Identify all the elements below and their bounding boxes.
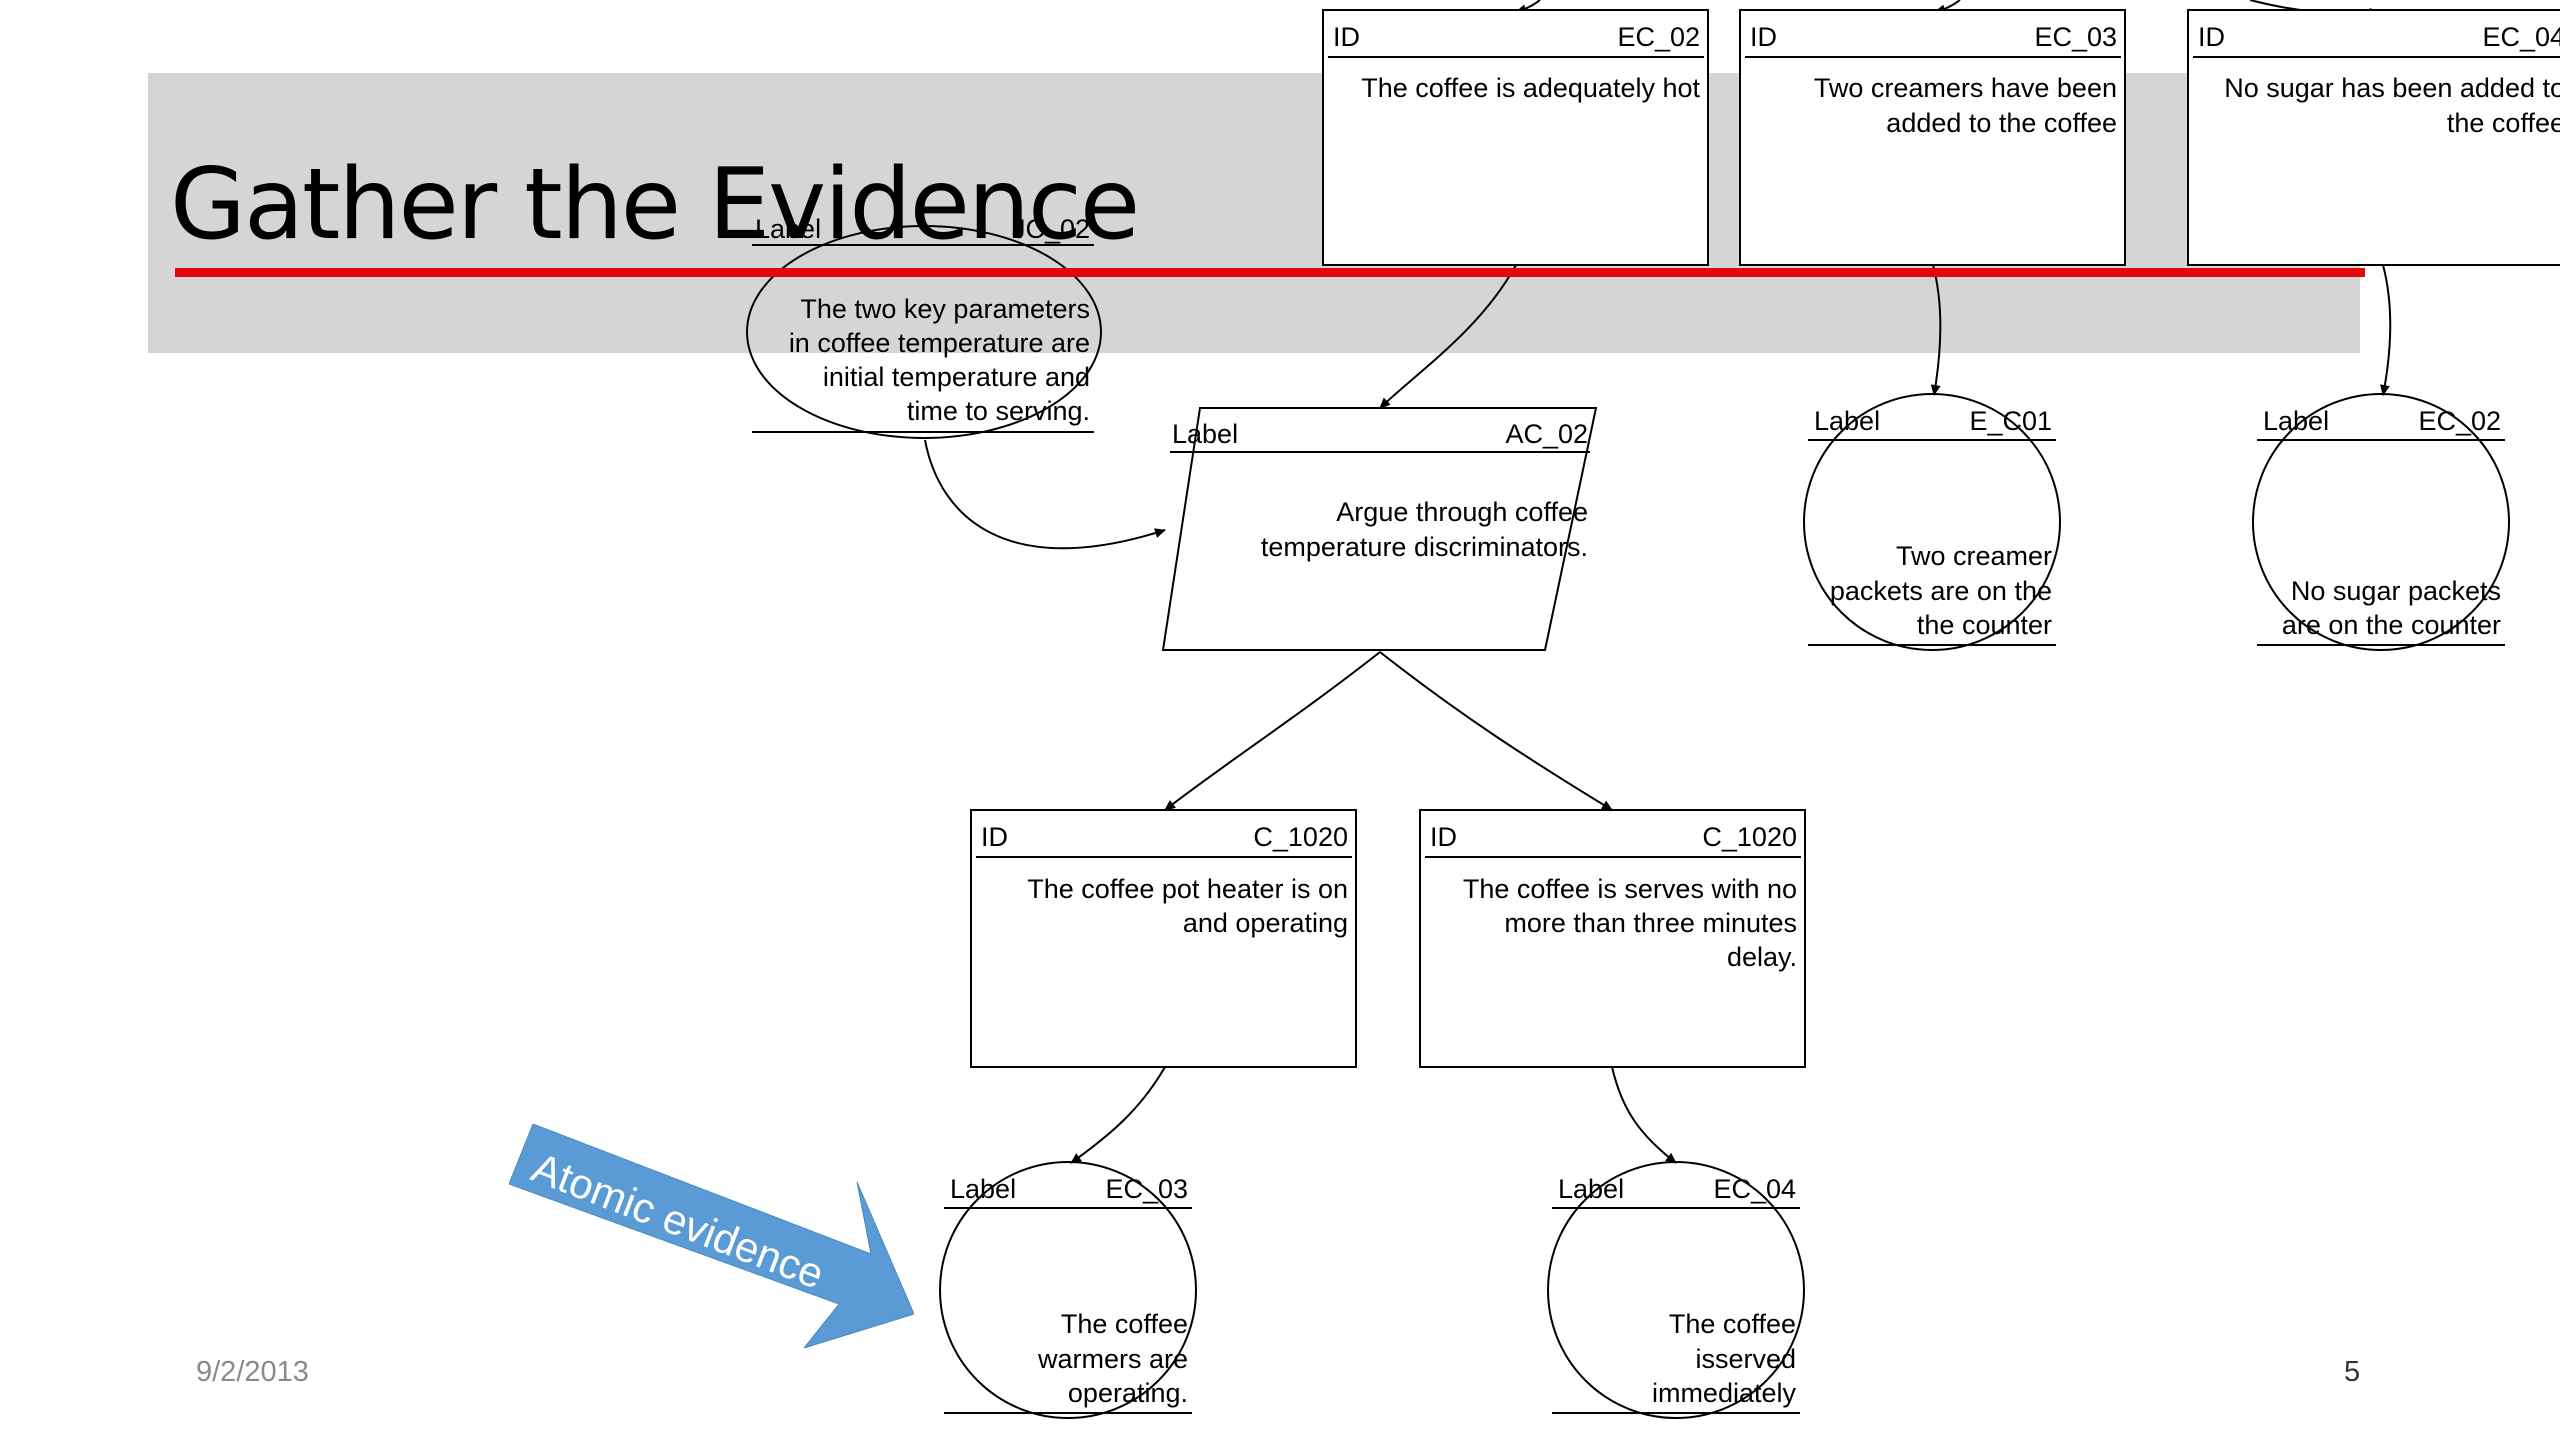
callout-arrow-shape (509, 1124, 914, 1348)
connector-strategy-to-left-claim (1164, 651, 1381, 811)
claim-id: EC_03 (2034, 22, 2117, 52)
connector-left-claim-to-evidence (1070, 1066, 1166, 1164)
evidence-label: Label (2263, 406, 2329, 436)
evidence-text-line: warmers are (1037, 1344, 1188, 1374)
context-node[interactable]: Label JC_02 The two key parameters in co… (746, 214, 1102, 439)
connector-claim-to-strategy (1379, 264, 1517, 409)
evidence-circle (939, 1161, 1197, 1419)
evidence-circle (2252, 393, 2510, 651)
evidence-text-line: isserved (1695, 1344, 1796, 1374)
claim-head: ID (981, 822, 1008, 852)
claim-id: C_1020 (1702, 822, 1797, 852)
evidence-id: E_C01 (1969, 406, 2052, 436)
claim-text-line: The coffee is adequately hot (1361, 73, 1700, 103)
strategy-text-line: temperature discriminators. (1261, 532, 1588, 562)
evidence-label: Label (950, 1174, 1016, 1204)
atomic-evidence-callout: Atomic evidence (509, 1124, 914, 1348)
strategy-parallelogram (1161, 407, 1598, 651)
page-title: Gather the Evidence (170, 148, 1140, 262)
claim-text-line: Two creamers have been (1814, 73, 2117, 103)
context-ellipse (746, 225, 1102, 439)
claim-text-line: and operating (1183, 908, 1348, 938)
claim-head: ID (2198, 22, 2225, 52)
claim-node-c1020-right[interactable]: ID C_1020 The coffee is serves with no m… (1419, 809, 1806, 1068)
context-text-line: initial temperature and (823, 362, 1090, 392)
evidence-node-ec03[interactable]: Label EC_03 The coffee warmers are opera… (939, 1161, 1197, 1419)
claim-text-line: delay. (1727, 942, 1797, 972)
claim-box (970, 809, 1357, 1068)
context-text-line: time to serving. (907, 396, 1090, 426)
claim-id: C_1020 (1253, 822, 1348, 852)
evidence-text-line: are on the counter (2282, 610, 2501, 640)
claim-node-c1020-left[interactable]: ID C_1020 The coffee pot heater is on an… (970, 809, 1357, 1068)
evidence-node-ec01[interactable]: Label E_C01 Two creamer packets are on t… (1803, 393, 2061, 651)
evidence-label: Label (1814, 406, 1880, 436)
claim-node-ec03[interactable]: ID EC_03 Two creamers have been added to… (1739, 9, 2126, 266)
evidence-text-line: The coffee (1061, 1309, 1188, 1339)
claim-head: ID (1333, 22, 1360, 52)
claim-text-line: No sugar has been added to (2224, 73, 2560, 103)
strategy-id: AC_02 (1505, 419, 1588, 449)
connector-claim-ec03-to-evidence (1930, 264, 1942, 396)
claim-text-line: the coffee (2447, 108, 2560, 138)
evidence-id: EC_04 (1713, 1174, 1796, 1204)
evidence-node-ec02[interactable]: Label EC_02 No sugar packets are on the … (2252, 393, 2510, 651)
claim-text-line: The coffee pot heater is on (1027, 874, 1348, 904)
connector-context-to-strategy (924, 439, 1166, 550)
evidence-circle (1547, 1161, 1805, 1419)
claim-head: ID (1430, 822, 1457, 852)
evidence-text-line: operating. (1068, 1378, 1188, 1408)
context-label: Label (755, 214, 821, 244)
claim-text-line: added to the coffee (1886, 108, 2117, 138)
claim-text-line: The coffee is serves with no (1463, 874, 1797, 904)
context-id: JC_02 (1012, 214, 1090, 244)
strategy-node[interactable]: Label AC_02 Argue through coffee tempera… (1161, 407, 1598, 651)
strategy-text-line: Argue through coffee (1336, 497, 1588, 527)
evidence-label: Label (1558, 1174, 1624, 1204)
claim-box (1322, 9, 1709, 266)
context-text-line: in coffee temperature are (789, 328, 1090, 358)
context-text-line: The two key parameters (800, 294, 1090, 324)
claim-box (1739, 9, 2126, 266)
slide-date: 9/2/2013 (196, 1356, 309, 1388)
claim-text-line: more than three minutes (1504, 908, 1797, 938)
claim-node-ec02[interactable]: ID EC_02 The coffee is adequately hot (1322, 9, 1709, 266)
slide-page-number: 5 (2344, 1356, 2361, 1388)
connector-claim-ec04-to-evidence (2380, 264, 2392, 396)
claim-node-ec04[interactable]: ID EC_04 No sugar has been added to the … (2187, 9, 2560, 266)
connector-right-claim-to-evidence (1611, 1066, 1677, 1164)
evidence-id: EC_02 (2418, 406, 2501, 436)
claim-id: EC_04 (2482, 22, 2560, 52)
evidence-text-line: The coffee (1669, 1309, 1796, 1339)
evidence-text-line: immediately (1652, 1378, 1797, 1408)
evidence-id: EC_03 (1105, 1174, 1188, 1204)
evidence-text-line: packets are on the (1830, 576, 2052, 606)
evidence-circle (1803, 393, 2061, 651)
evidence-node-ec04[interactable]: Label EC_04 The coffee isserved immediat… (1547, 1161, 1805, 1419)
claim-box (2187, 9, 2560, 266)
evidence-text-line: No sugar packets (2291, 576, 2501, 606)
connector-strategy-to-right-claim (1379, 651, 1613, 811)
strategy-label: Label (1172, 419, 1238, 449)
claim-id: EC_02 (1617, 22, 1700, 52)
evidence-text-line: Two creamer (1896, 541, 2052, 571)
claim-head: ID (1750, 22, 1777, 52)
evidence-text-line: the counter (1917, 610, 2052, 640)
claim-box (1419, 809, 1806, 1068)
title-rule (175, 268, 2365, 277)
